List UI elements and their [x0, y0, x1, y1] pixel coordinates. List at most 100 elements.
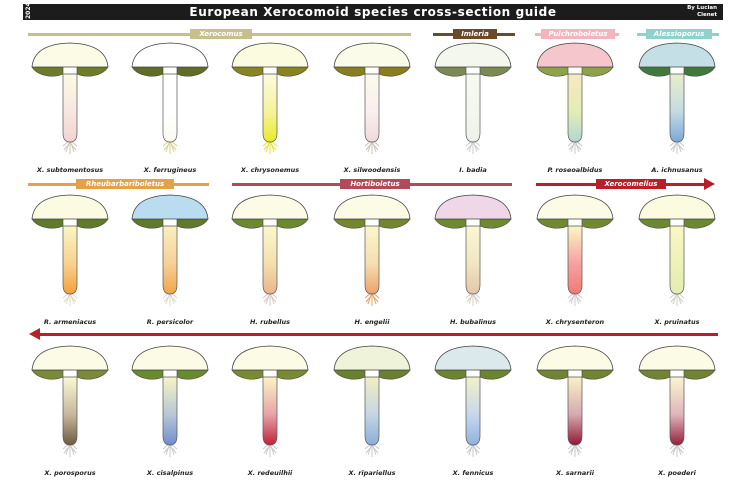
species-name: X. fennicus: [452, 469, 494, 477]
stipe: [364, 225, 380, 295]
mushroom-cross-section: [230, 343, 310, 468]
pore-layer: [231, 369, 309, 380]
arrowhead-left: [29, 328, 40, 340]
mushroom-cross-section: [535, 40, 615, 165]
pileus: [333, 345, 411, 371]
species-name: X. cisalpinus: [146, 469, 194, 477]
stipe: [162, 73, 178, 143]
mushroom-svg: [333, 42, 411, 154]
pore-layer: [536, 369, 614, 380]
pileus: [638, 194, 716, 220]
mushroom-cross-section: [433, 343, 513, 468]
pileus: [333, 194, 411, 220]
mushroom-svg: [31, 42, 109, 154]
mushroom-cross-section: [130, 343, 210, 468]
species-name: X. ferrugineus: [143, 166, 197, 174]
mushroom-cross-section: [332, 343, 412, 468]
pore-layer: [638, 218, 716, 229]
pileus: [31, 42, 109, 68]
pileus: [231, 345, 309, 371]
species-name: X. porosporus: [44, 469, 96, 477]
pileus: [434, 42, 512, 68]
mushroom-cross-section: [535, 192, 615, 317]
stipe: [262, 73, 278, 143]
pileus: [536, 194, 614, 220]
pileus: [231, 194, 309, 220]
mushroom-cross-section: [30, 40, 110, 165]
pore-layer: [31, 218, 109, 229]
mushroom-svg: [536, 194, 614, 306]
pileus: [31, 345, 109, 371]
stipe: [262, 376, 278, 446]
pore-layer: [434, 66, 512, 77]
mushroom-cross-section: [637, 192, 717, 317]
mushroom-svg: [333, 345, 411, 457]
mushroom-svg: [638, 194, 716, 306]
mushroom-svg: [31, 345, 109, 457]
stipe: [62, 376, 78, 446]
mushroom-cross-section: [535, 343, 615, 468]
pileus: [131, 194, 209, 220]
mushroom-cross-section: [130, 192, 210, 317]
species-name: R. armeniacus: [43, 318, 97, 326]
mushroom-cross-section: [433, 192, 513, 317]
mushroom-svg: [434, 42, 512, 154]
pileus: [638, 345, 716, 371]
mushroom-svg: [231, 194, 309, 306]
genus-label-pulchroboletus: Pulchroboletus: [541, 29, 615, 39]
mycelium-tuft: [62, 139, 78, 154]
genus-label-alessioporus: Alessioporus: [646, 29, 712, 39]
pore-layer: [333, 369, 411, 380]
stipe: [162, 225, 178, 295]
stipe: [465, 73, 481, 143]
pore-layer: [31, 66, 109, 77]
mushroom-cross-section: [637, 40, 717, 165]
pileus: [333, 42, 411, 68]
pore-layer: [434, 218, 512, 229]
species-name: I. badia: [459, 166, 487, 174]
pileus: [434, 345, 512, 371]
mushroom-svg: [536, 345, 614, 457]
pileus: [536, 42, 614, 68]
mushroom-svg: [131, 42, 209, 154]
pore-layer: [638, 369, 716, 380]
stipe: [62, 225, 78, 295]
pore-layer: [434, 369, 512, 380]
mushroom-svg: [31, 194, 109, 306]
pore-layer: [131, 218, 209, 229]
species-name: X. silwoodensis: [343, 166, 401, 174]
mushroom-svg: [131, 194, 209, 306]
mushroom-svg: [434, 194, 512, 306]
pore-layer: [333, 218, 411, 229]
author-credit: By Lucian Clenet: [687, 5, 717, 19]
mushroom-cross-section: [30, 343, 110, 468]
mushroom-svg: [434, 345, 512, 457]
stipe: [567, 73, 583, 143]
pore-layer: [536, 218, 614, 229]
species-name: H. engelii: [354, 318, 390, 326]
pore-layer: [333, 66, 411, 77]
species-name: X. ripariellus: [348, 469, 396, 477]
stipe: [567, 225, 583, 295]
genus-label-imleria: Imleria: [453, 29, 497, 39]
pore-layer: [638, 66, 716, 77]
stipe: [162, 376, 178, 446]
species-name: R. persicolor: [146, 318, 194, 326]
pileus: [434, 194, 512, 220]
pore-layer: [231, 66, 309, 77]
mushroom-cross-section: [130, 40, 210, 165]
pileus: [638, 42, 716, 68]
species-name: X. pruinatus: [654, 318, 700, 326]
title-bar: 2024 European Xerocomoid species cross-s…: [23, 2, 723, 20]
stipe: [364, 376, 380, 446]
stipe: [669, 225, 685, 295]
stipe: [465, 376, 481, 446]
genus-label-hortiboletus: Hortiboletus: [340, 179, 410, 189]
stipe: [364, 73, 380, 143]
genus-label-xerocomellus: Xerocomellus: [596, 179, 666, 189]
mushroom-svg: [333, 194, 411, 306]
mushroom-cross-section: [332, 40, 412, 165]
mushroom-cross-section: [637, 343, 717, 468]
pore-layer: [131, 66, 209, 77]
mushroom-svg: [638, 42, 716, 154]
